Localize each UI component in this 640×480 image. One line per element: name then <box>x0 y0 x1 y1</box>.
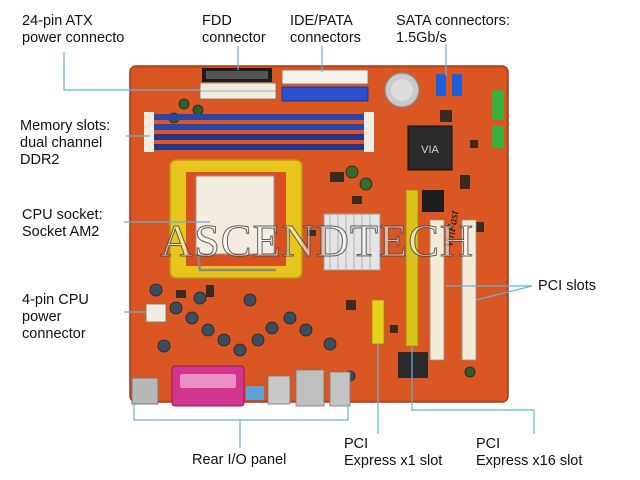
chip-marking: VIA <box>421 144 439 156</box>
fdd-connector-pins <box>206 71 268 79</box>
ide-connector-blue <box>281 86 369 102</box>
rear-io-panel <box>131 365 351 407</box>
leader-pci-2 <box>475 285 533 301</box>
label-cpu-power: 4-pin CPU power connector <box>22 292 89 342</box>
southbridge-heatsink <box>323 213 381 271</box>
leader-atx <box>63 52 200 91</box>
cpu-socket-lever <box>196 255 276 272</box>
pcb-components <box>176 110 484 333</box>
label-fdd-connector: FDD connector <box>202 13 266 46</box>
northbridge-chip <box>407 125 453 171</box>
memory-slots <box>144 112 374 152</box>
super-io-chip <box>398 352 428 378</box>
cpu-socket <box>195 175 275 255</box>
leader-pcie-x16 <box>411 346 535 434</box>
leader-rear-io <box>133 404 349 421</box>
label-sata-connectors: SATA connectors: 1.5Gb/s <box>396 13 510 46</box>
label-rear-io: Rear I/O panel <box>192 452 287 468</box>
pcie-x16-slot <box>405 189 419 347</box>
cmos-battery-inner <box>391 79 413 101</box>
bios-chip <box>422 190 444 212</box>
label-ide-connectors: IDE/PATA connectors <box>290 13 361 46</box>
cpu-power-connector <box>145 303 167 323</box>
sata-connector-2 <box>452 74 462 96</box>
label-pcie-x16: PCI Express x16 slot <box>476 436 583 469</box>
label-cpu-socket: CPU socket: Socket AM2 <box>22 207 103 240</box>
label-pci-slots: PCI slots <box>538 278 597 294</box>
label-atx-power: 24-pin ATX power connecto <box>22 13 125 46</box>
heatsink-fins <box>329 214 371 270</box>
pci-slot-1 <box>429 219 445 361</box>
label-memory-slots: Memory slots: dual channel DDR2 <box>20 118 111 168</box>
leader-lines <box>63 44 535 448</box>
green-header-2 <box>492 126 504 148</box>
ide-connector-white <box>281 69 369 85</box>
pcb-silkscreen: VinFast <box>441 209 461 249</box>
capacitors <box>149 98 476 382</box>
label-pcie-x1: PCI Express x1 slot <box>344 436 443 469</box>
pci-slot-2 <box>461 219 477 361</box>
pcie-x1-slot <box>371 299 385 345</box>
sata-connector-1 <box>436 74 446 96</box>
green-header-1 <box>492 90 504 120</box>
